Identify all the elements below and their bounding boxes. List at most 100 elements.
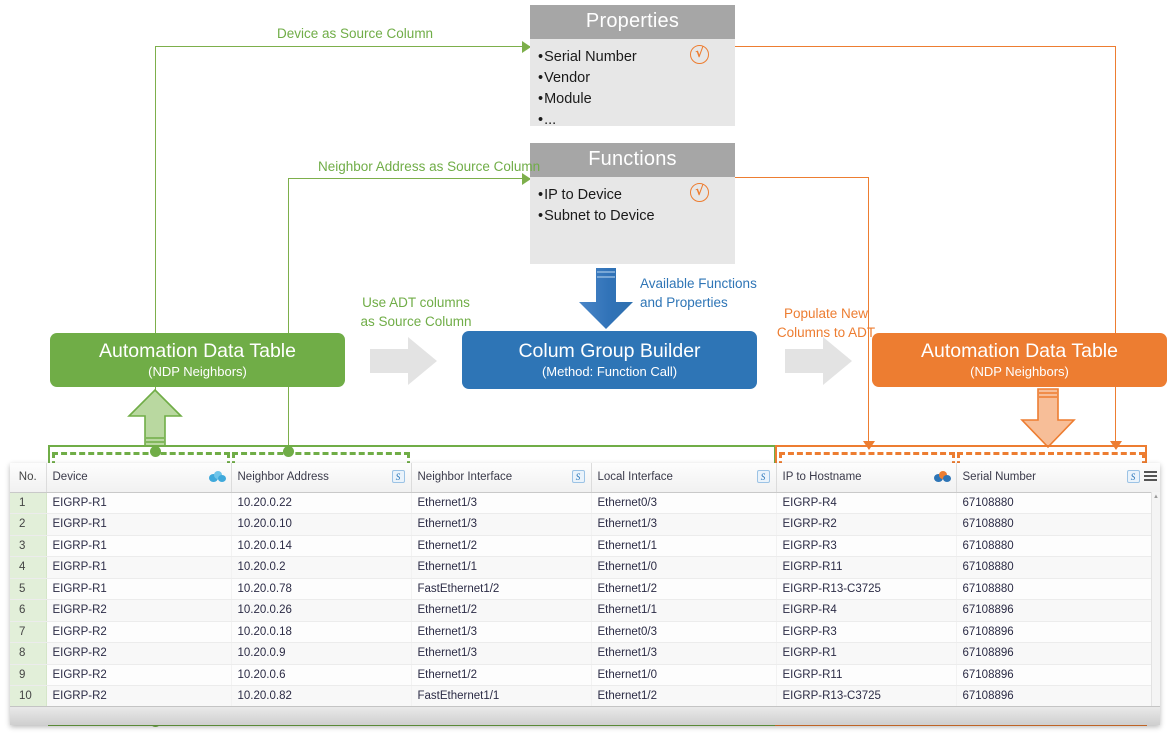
- row-number-cell: 7: [10, 621, 47, 643]
- orange-connector-properties-horizontal: [727, 46, 1115, 47]
- column-header-ip-to-hostname[interactable]: IP to Hostname: [776, 463, 957, 493]
- chevron-arrow-right-1: [370, 337, 437, 385]
- box-automation-data-table-source[interactable]: Automation Data Table (NDP Neighbors): [50, 333, 345, 387]
- vertical-scrollbar[interactable]: [1151, 492, 1160, 725]
- caption-available-line2: and Properties: [640, 295, 728, 310]
- blue-down-arrow-icon: [579, 268, 633, 329]
- box-title: Colum Group Builder: [518, 340, 701, 362]
- box-subtitle: (Method: Function Call): [541, 364, 678, 379]
- panel-properties: Properties Serial Number Vendor Module .…: [530, 5, 735, 128]
- row-number-cell: 2: [10, 513, 47, 536]
- caption-use-adt-line1: Use ADT columns: [362, 295, 470, 310]
- box-subtitle: (NDP Neighbors): [970, 364, 1069, 379]
- column-header-neighbor-interface[interactable]: Neighbor Interface S: [411, 463, 592, 493]
- table-cell: EIGRP-R3: [776, 535, 957, 557]
- green-connector-device-horizontal: [155, 46, 530, 47]
- properties-item: Vendor: [538, 68, 735, 89]
- orange-connector-functions-vertical: [868, 177, 869, 449]
- table-cell: EIGRP-R1: [776, 642, 957, 665]
- box-subtitle: (NDP Neighbors): [148, 364, 247, 379]
- check-circle-icon: √: [690, 45, 709, 64]
- table-cell: Ethernet1/2: [411, 599, 592, 622]
- data-table: No. Device Neighbor Address S: [10, 463, 1160, 708]
- table-cell: EIGRP-R13-C3725: [776, 578, 957, 600]
- table-cell: EIGRP-R2: [46, 599, 232, 622]
- check-circle-icon: √: [690, 183, 709, 202]
- grid-footer-bar: [10, 706, 1160, 725]
- table-cell: 10.20.0.14: [231, 535, 412, 557]
- column-header-serial-number[interactable]: Serial Number S: [956, 463, 1160, 493]
- table-cell: Ethernet1/3: [591, 513, 777, 536]
- automation-data-table-grid[interactable]: No. Device Neighbor Address S: [10, 463, 1160, 725]
- caption-populate-line1: Populate New: [783, 306, 869, 321]
- table-cell: 10.20.0.82: [231, 685, 412, 708]
- column-header-local-interface[interactable]: Local Interface S: [591, 463, 777, 493]
- box-title: Automation Data Table: [99, 340, 296, 362]
- column-options-icon[interactable]: [1143, 471, 1157, 482]
- green-connector-neighbor-horizontal: [288, 178, 530, 179]
- table-cell: 67108896: [956, 664, 1160, 686]
- table-cell: 67108896: [956, 621, 1160, 643]
- table-cell: 10.20.0.2: [231, 556, 412, 579]
- box-automation-data-table-target[interactable]: Automation Data Table (NDP Neighbors): [872, 333, 1167, 387]
- column-header-no[interactable]: No.: [10, 463, 47, 493]
- caption-device-source: Device as Source Column: [277, 26, 434, 41]
- table-cell: FastEthernet1/2: [411, 578, 592, 600]
- column-header-neighbor-address[interactable]: Neighbor Address S: [231, 463, 412, 493]
- table-cell: EIGRP-R2: [776, 513, 957, 536]
- box-title: Automation Data Table: [921, 340, 1118, 362]
- table-cell: EIGRP-R2: [46, 621, 232, 643]
- table-cell: Ethernet1/3: [411, 642, 592, 665]
- function-cloud-icon: [933, 471, 951, 483]
- orange-down-arrow-icon: [1020, 388, 1076, 448]
- table-cell: 67108880: [956, 492, 1160, 514]
- green-connector-neighbor-vertical: [288, 178, 289, 334]
- table-cell: Ethernet1/2: [591, 685, 777, 708]
- table-cell: EIGRP-R4: [776, 492, 957, 514]
- row-number-cell: 5: [10, 578, 47, 600]
- table-cell: EIGRP-R1: [46, 492, 232, 514]
- caption-populate-line2: Columns to ADT: [776, 325, 876, 340]
- functions-item: IP to Device: [538, 185, 735, 206]
- table-cell: Ethernet1/3: [411, 513, 592, 536]
- table-cell: 10.20.0.26: [231, 599, 412, 622]
- table-header-row: No. Device Neighbor Address S: [10, 463, 1160, 493]
- chevron-arrow-right-2: [785, 337, 852, 385]
- table-cell: 67108896: [956, 642, 1160, 665]
- panel-functions: Functions IP to Device Subnet to Device …: [530, 143, 735, 264]
- table-cell: 10.20.0.9: [231, 642, 412, 665]
- table-cell: 67108880: [956, 513, 1160, 536]
- table-cell: EIGRP-R11: [776, 664, 957, 686]
- table-cell: Ethernet1/3: [411, 621, 592, 643]
- row-number-cell: 4: [10, 556, 47, 579]
- properties-item: Serial Number: [538, 47, 735, 68]
- green-arrowhead-properties: [522, 41, 531, 53]
- caption-use-adt-line2: as Source Column: [360, 314, 472, 329]
- green-arrowhead-functions: [522, 173, 531, 185]
- table-cell: 10.20.0.78: [231, 578, 412, 600]
- table-cell: Ethernet1/2: [411, 664, 592, 686]
- panel-functions-title: Functions: [530, 143, 735, 177]
- source-column-badge-icon: S: [571, 470, 585, 484]
- table-cell: Ethernet1/2: [411, 535, 592, 557]
- column-header-device[interactable]: Device: [46, 463, 232, 493]
- source-column-badge-icon: S: [1126, 470, 1140, 484]
- connector-dot-neighbor-address: [283, 446, 294, 457]
- table-cell: 67108880: [956, 535, 1160, 557]
- source-column-badge-icon: S: [756, 470, 770, 484]
- functions-item: Subnet to Device: [538, 206, 735, 227]
- row-number-cell: 1: [10, 492, 47, 514]
- box-column-group-builder[interactable]: Colum Group Builder (Method: Function Ca…: [462, 331, 757, 389]
- table-cell: Ethernet1/1: [411, 556, 592, 579]
